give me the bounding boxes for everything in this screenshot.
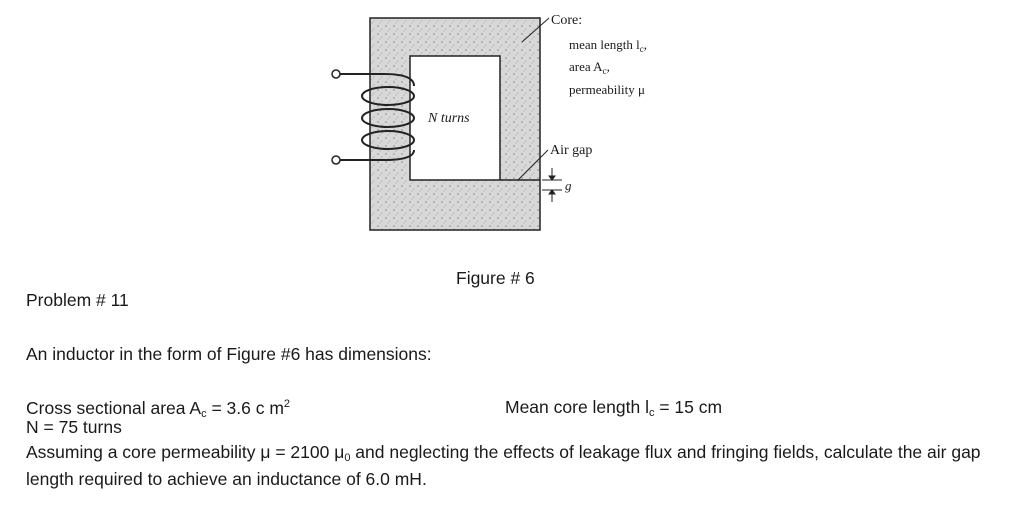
winding-coil xyxy=(340,73,415,161)
air-gap-leader-line xyxy=(517,149,549,181)
problem-statement: Assuming a core permeability μ = 2100 μ0… xyxy=(26,442,981,489)
gap-dimension-marker xyxy=(542,168,562,202)
terminal-top xyxy=(331,69,341,79)
problem-intro: An inductor in the form of Figure #6 has… xyxy=(26,344,432,364)
core-area: area Ac, xyxy=(569,59,610,76)
inductor-figure: N turns Core: mean length lc, area Ac, p… xyxy=(331,13,647,231)
turns-label: N turns xyxy=(427,111,470,126)
core-leader-line xyxy=(521,17,550,43)
core-mean-length: mean length lc, xyxy=(569,37,647,54)
problem-title: Problem # 11 xyxy=(26,290,129,310)
air-gap-label: Air gap xyxy=(550,143,592,158)
mean-core-length: Mean core length lc = 15 cm xyxy=(505,397,723,419)
cross-sectional-area: Cross sectional area Ac = 3.6 c m2 xyxy=(26,398,291,420)
core-permeability: permeability μ xyxy=(569,82,645,97)
core-label: Core: xyxy=(551,13,582,28)
gap-symbol: g xyxy=(565,178,572,193)
number-of-turns: N = 75 turns xyxy=(26,417,122,437)
magnetic-core xyxy=(369,17,541,231)
terminal-bottom xyxy=(331,155,341,165)
figure-caption: Figure # 6 xyxy=(456,268,535,288)
